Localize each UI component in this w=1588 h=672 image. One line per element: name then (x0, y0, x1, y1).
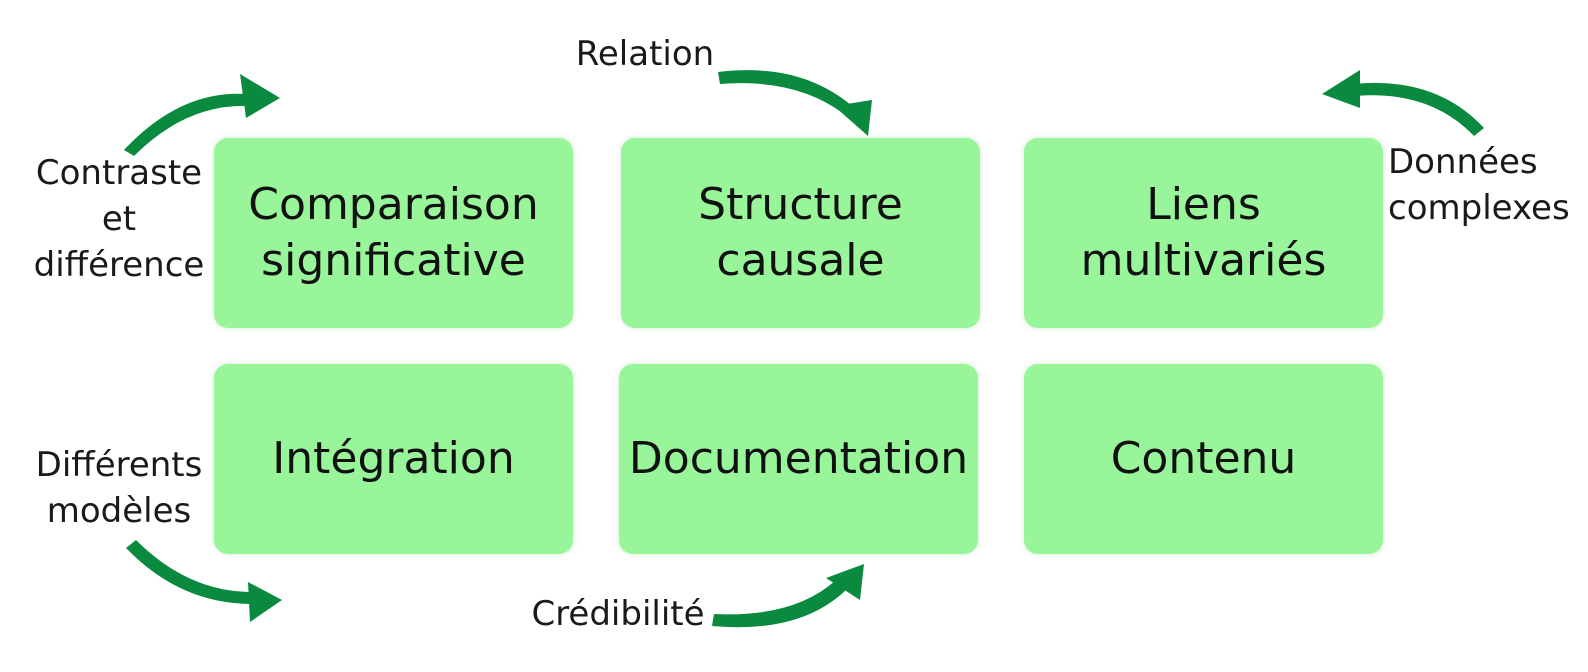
box-comparaison-significative: Comparaison significative (214, 138, 573, 328)
label-line: Contraste (35, 153, 203, 193)
box-label-line: Comparaison (248, 179, 539, 230)
box-label-line: Structure (698, 179, 903, 230)
box-label-line: multivariés (1080, 235, 1327, 286)
label-line: complexes (1388, 188, 1570, 228)
box-label-line: Intégration (272, 433, 515, 484)
label-line: Différents (35, 445, 203, 485)
box-integration: Intégration (214, 364, 573, 554)
label-differents-modeles: Différents modèles (26, 442, 212, 534)
box-label-line: causale (716, 235, 885, 286)
label-contraste-et-difference: Contraste et différence (26, 150, 212, 288)
curved-arrow-up-icon (712, 564, 864, 628)
label-line: Crédibilité (531, 594, 705, 634)
box-contenu: Contenu (1024, 364, 1383, 554)
box-structure-causale: Structure causale (621, 138, 980, 328)
label-line: Relation (575, 34, 715, 74)
box-label-line: significative (261, 235, 526, 286)
label-donnees-complexes: Données complexes (1386, 139, 1588, 231)
label-relation: Relation (560, 31, 730, 77)
curved-arrow-left-icon (1322, 70, 1484, 136)
curved-arrow-down-icon (718, 70, 872, 136)
box-label-line: Documentation (628, 433, 969, 484)
box-liens-multivaries: Liens multivariés (1024, 138, 1383, 328)
box-label-line: Liens (1146, 179, 1261, 230)
label-line: modèles (46, 491, 192, 531)
box-label-line: Contenu (1110, 433, 1297, 484)
label-credibilite: Crédibilité (520, 591, 716, 637)
label-line: et (101, 199, 137, 239)
box-documentation: Documentation (619, 364, 978, 554)
label-line: différence (33, 245, 205, 285)
label-line: Données (1388, 142, 1538, 182)
